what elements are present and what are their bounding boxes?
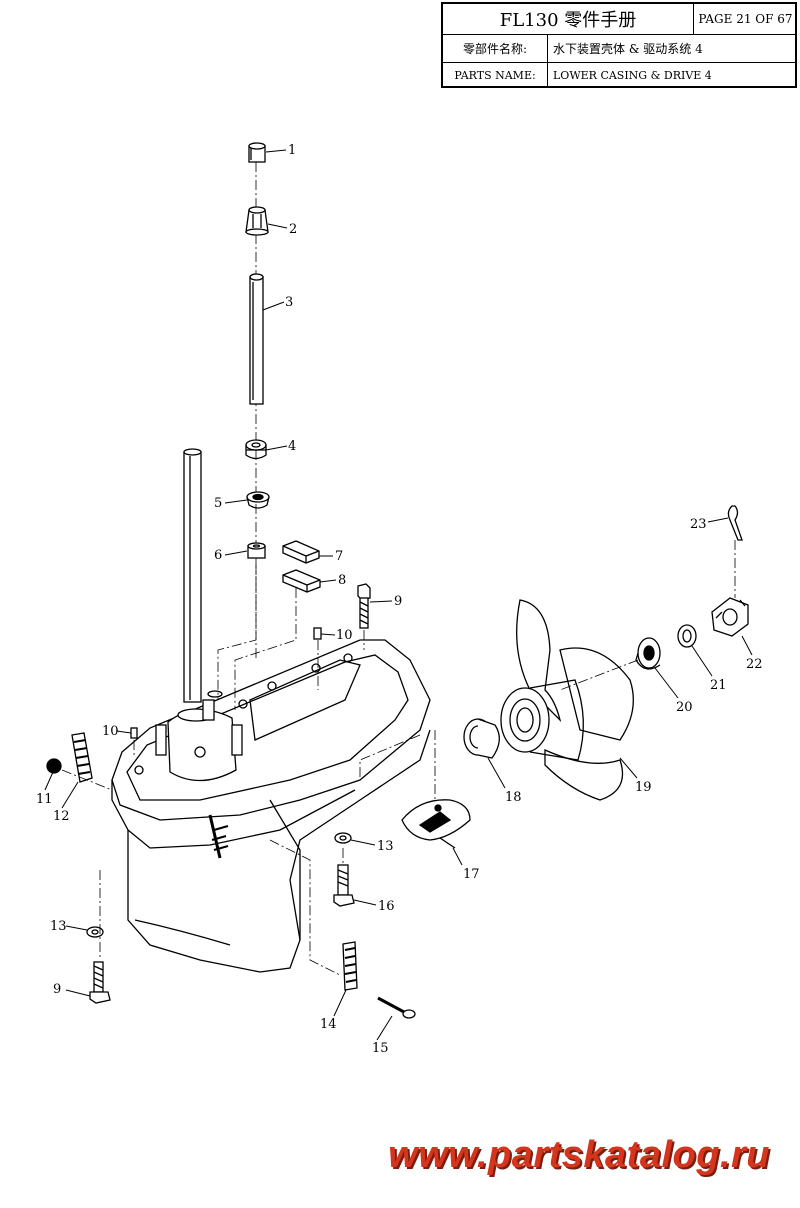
callout-22: 22 [746,657,763,672]
callout-14: 14 [320,1017,337,1032]
part-5-seal [246,491,270,509]
callout-3: 3 [285,295,293,310]
part-19-propeller [500,599,634,801]
cn-label: 零部件名称: [462,42,528,56]
callout-21: 21 [710,678,727,693]
part-20-spacer [635,637,661,670]
part-22-castle-nut [711,597,749,637]
model-title: FL130 零件手册 [499,10,637,31]
part-13-washer-mid [334,832,352,844]
callout-10-left: 10 [102,724,119,739]
part-21-washer [677,624,697,648]
callout-15: 15 [372,1041,389,1056]
en-label: PARTS NAME: [454,69,536,82]
title-block: FL130 零件手册 PAGE 21 OF 67 零部件名称: 水下装置壳体 &… [441,2,797,88]
callout-2: 2 [289,222,297,237]
callout-19: 19 [635,780,652,795]
part-18-thrust-hub [463,718,500,759]
title-divider [443,34,795,35]
callout-17: 17 [463,867,480,882]
part-13-washer-lower-left [86,926,104,938]
assembly-lines [61,540,736,976]
callout-10-top: 10 [336,628,353,643]
part-14-anode [342,941,358,991]
callout-6: 6 [214,548,222,563]
part-9-bolt-lower [89,961,111,1004]
part-6-bushing [247,542,266,559]
part-10-pin-upper [313,627,322,640]
page-info: PAGE 21 OF 67 [698,12,793,26]
part-7-key [282,540,320,564]
part-15-screw [377,996,416,1019]
part-23-cotter-pin [727,505,743,541]
part-3-water-tube [249,273,264,405]
part-12-anode [71,732,93,783]
part-4-grommet [245,439,267,460]
part-9-bolt-top [357,583,371,629]
part-1-bushing [248,142,266,163]
callout-5: 5 [214,496,222,511]
part-10-pin-lower [130,727,138,739]
title-divider [693,4,694,34]
part-17-trim-tab [401,799,471,849]
water-pump-housing [134,690,243,782]
callout-9-top: 9 [394,594,402,609]
diagram-drawings [44,142,753,1041]
callout-16: 16 [378,899,395,914]
callouts: 1 2 3 4 5 6 7 8 9 10 10 11 12 13 13 9 14… [36,143,763,1056]
part-11-nut [46,758,62,774]
en-value: LOWER CASING & DRIVE 4 [553,69,712,82]
callout-20: 20 [676,700,693,715]
callout-23: 23 [690,517,707,532]
callout-13-mid: 13 [377,839,394,854]
callout-7: 7 [335,549,343,564]
part-16-bolt [333,864,355,907]
cn-value: 水下装置壳体 & 驱动系统 4 [553,42,703,56]
title-divider [443,62,795,63]
callout-1: 1 [288,143,296,158]
part-2-seal [245,206,269,236]
title-divider [547,34,548,88]
callout-8: 8 [338,573,346,588]
leader-lines [44,149,753,1041]
drive-shaft [183,448,202,703]
callout-11: 11 [36,792,53,807]
callout-9-lower: 9 [53,982,61,997]
watermark-url: www.partskatalog.ru [388,1134,770,1176]
callout-12: 12 [53,809,70,824]
part-8-key [282,569,321,593]
callout-4: 4 [288,439,296,454]
casing-gasket-plate [238,653,361,741]
callout-18: 18 [505,790,522,805]
callout-13-left: 13 [50,919,67,934]
